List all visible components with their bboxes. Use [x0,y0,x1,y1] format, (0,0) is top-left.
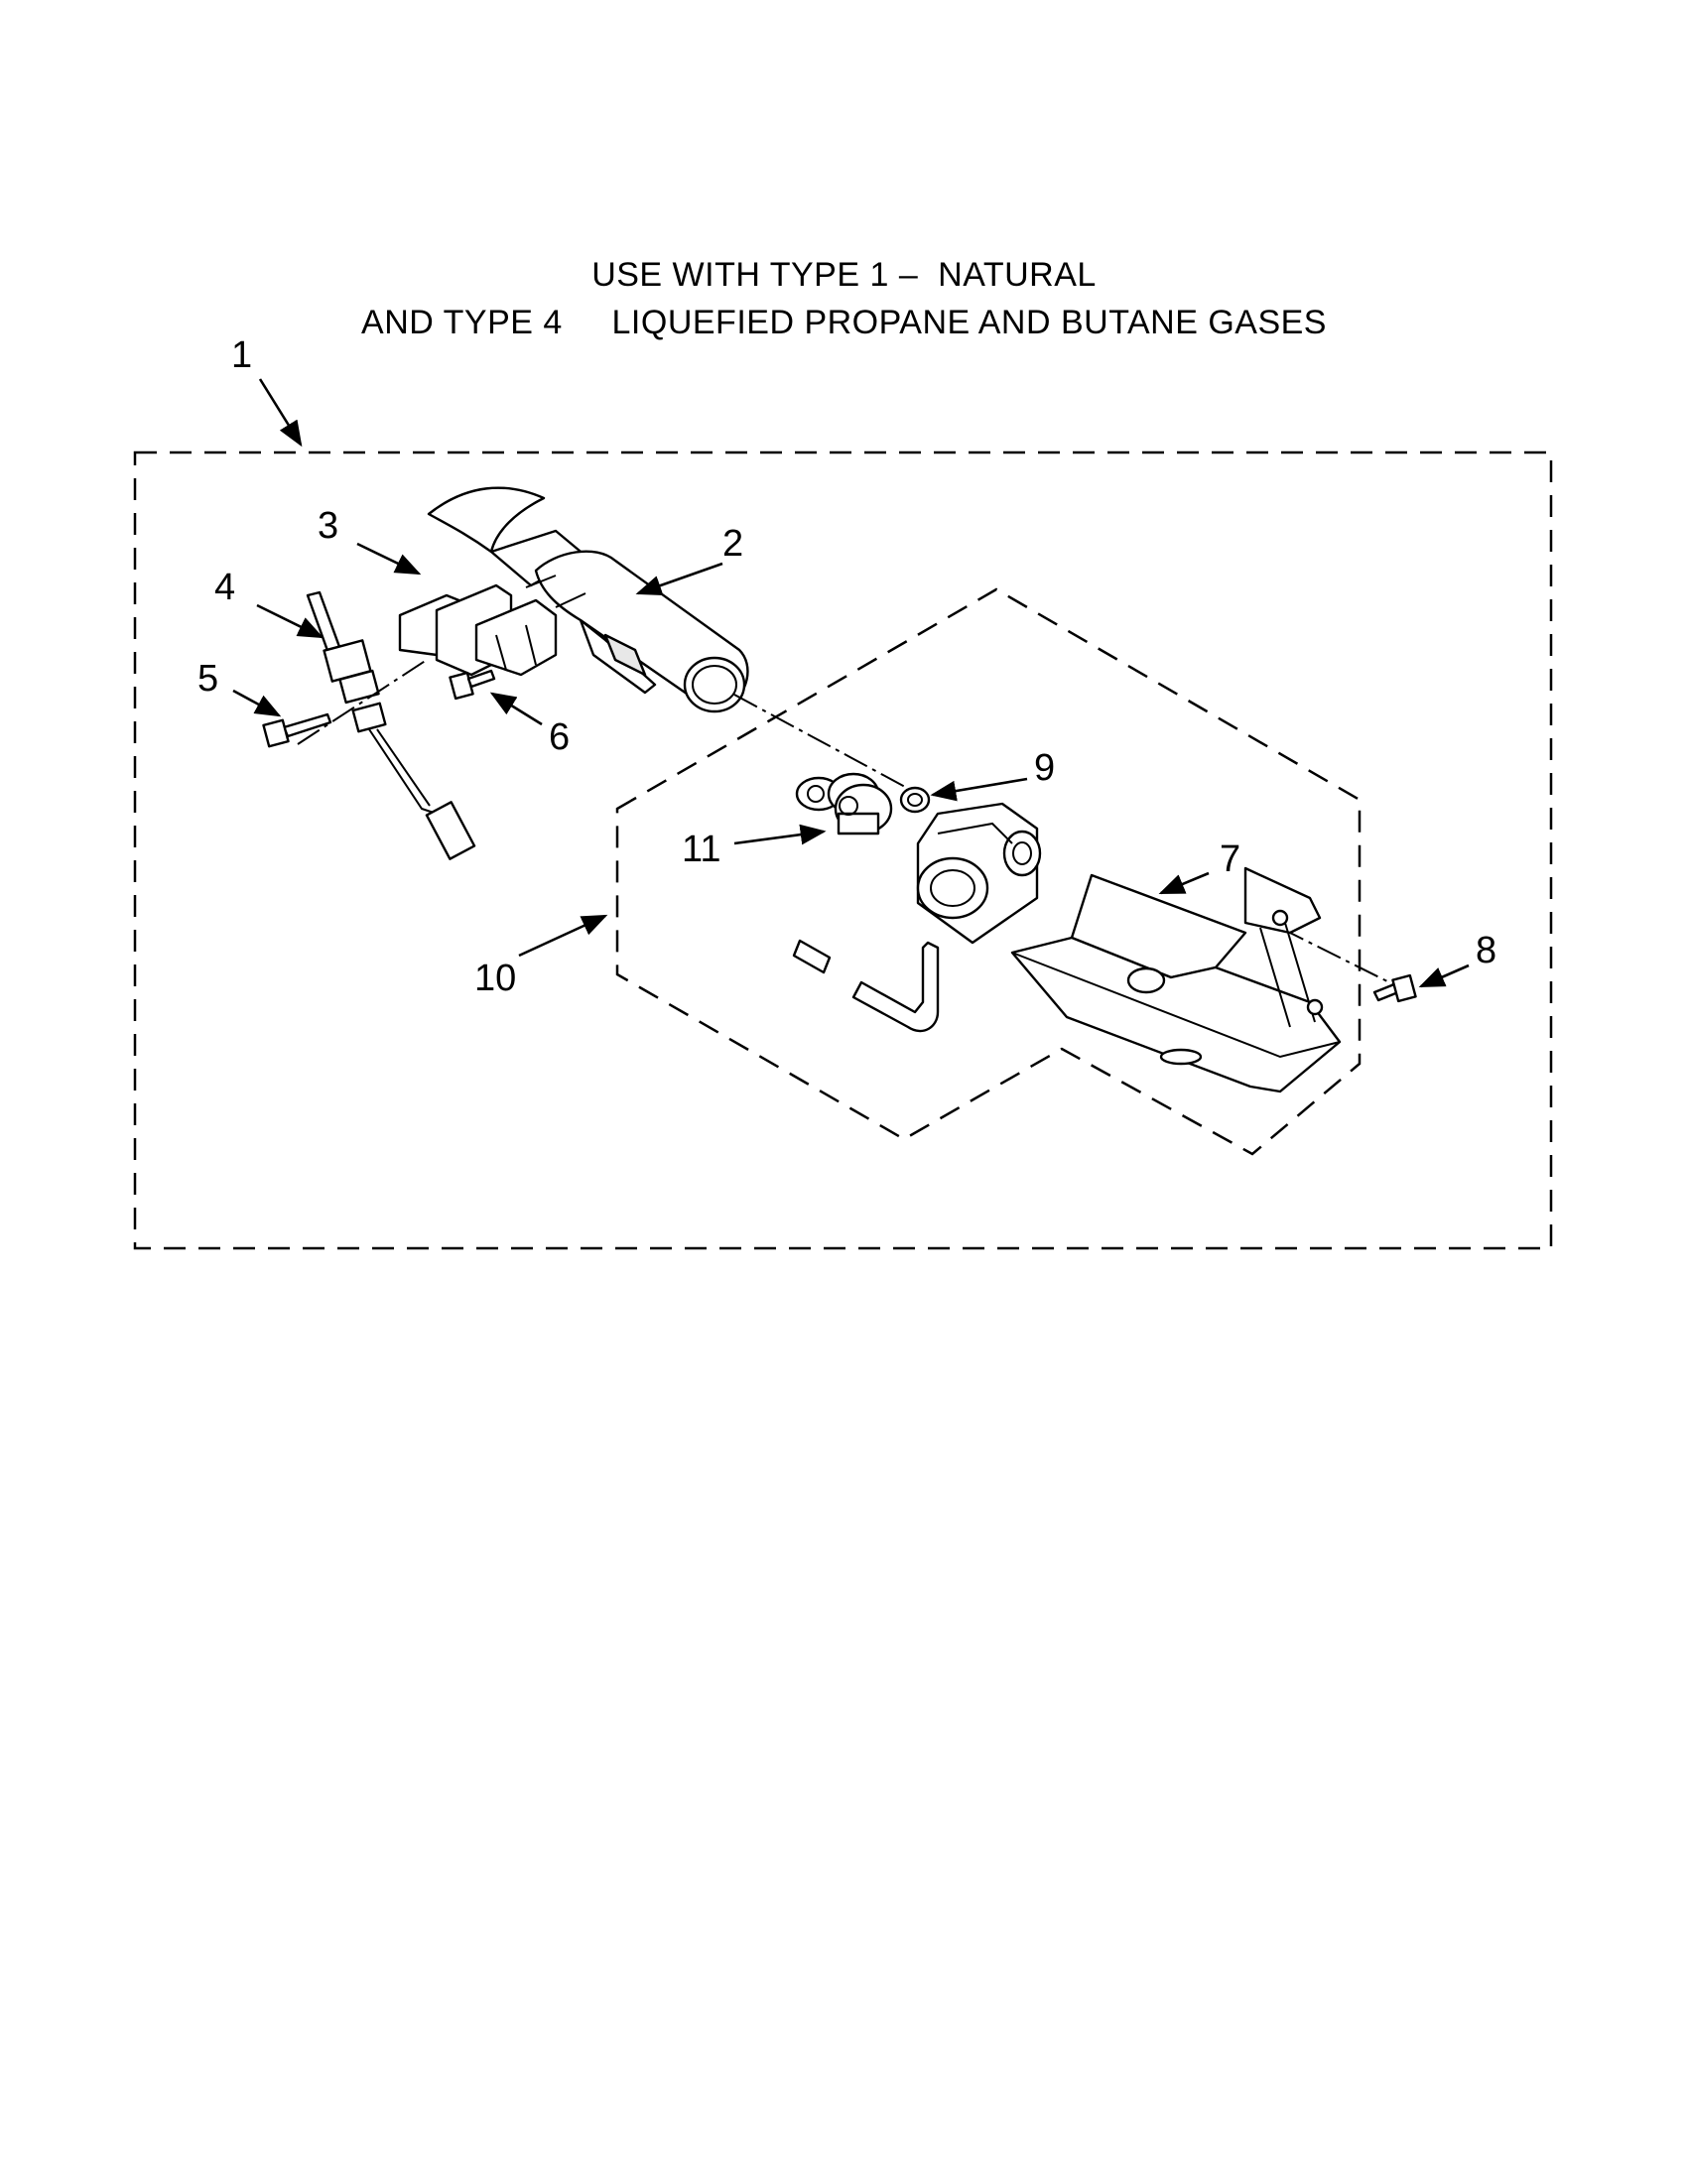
igniter-bracket [398,583,558,677]
screw-6 [449,669,496,701]
callout-4: 4 [214,567,235,608]
callout-7: 7 [1220,838,1240,880]
leader-10 [518,914,608,958]
burner-tube [427,486,749,713]
callout-8: 8 [1476,930,1496,971]
leader-2 [635,562,723,596]
callout-3: 3 [318,505,338,547]
screw-8 [1372,973,1417,1003]
leader-6 [489,692,543,726]
alignment-line-valve [733,694,919,795]
alignment-line-bracket [1279,927,1400,988]
assembly-boundary [133,450,1553,1250]
valve-assembly-boundary [615,587,1362,1156]
leader-3 [356,542,422,576]
callout-10: 10 [474,958,516,999]
igniter [306,590,476,860]
callout-11: 11 [682,829,720,870]
screw-5 [262,712,332,748]
diagram-title-line-2: AND TYPE 4 LIQUEFIED PROPANE AND BUTANE … [361,304,1327,341]
callout-2: 2 [722,523,743,565]
alignment-line-igniter [297,659,428,745]
diagram-title-line-1: USE WITH TYPE 1 – NATURAL [591,256,1097,294]
leader-4 [256,603,325,639]
leader-7 [1158,871,1210,895]
leader-8 [1418,964,1470,988]
callout-5: 5 [197,658,218,700]
solenoid-coils [795,772,893,835]
orifice-fitting [899,786,931,814]
gas-valve [792,802,1042,1033]
leader-9 [930,777,1028,802]
callout-1: 1 [231,334,252,376]
mounting-bracket [1010,866,1342,1093]
leader-11 [733,824,827,845]
callout-9: 9 [1034,747,1055,789]
leader-5 [232,689,282,717]
leader-1 [258,378,303,448]
callout-6: 6 [549,716,570,758]
